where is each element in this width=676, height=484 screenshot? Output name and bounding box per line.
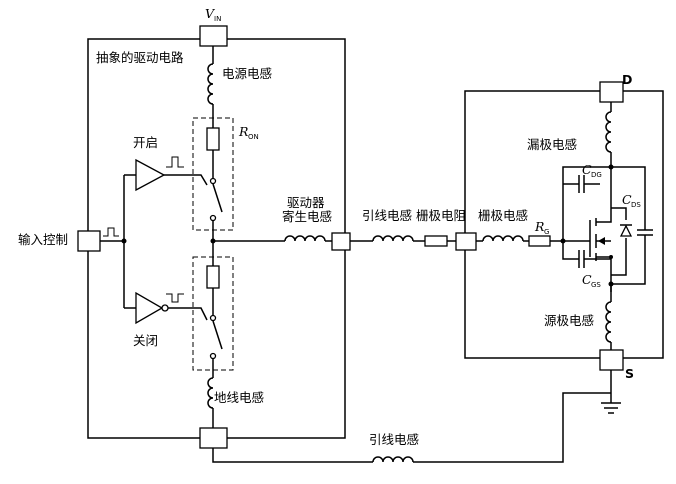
lead-inductance-label: 引线电感 bbox=[362, 208, 412, 223]
turn-off-wire-out bbox=[168, 307, 208, 321]
return-path-wire bbox=[212, 392, 611, 463]
driver-parasitic-inductor bbox=[284, 235, 326, 242]
drain-terminal-label: D bbox=[622, 72, 632, 87]
driver-parasitic-label-line2: 寄生电感 bbox=[282, 209, 332, 224]
rg-label-subscript: G bbox=[544, 228, 549, 236]
mosfet-source-dot bbox=[609, 255, 613, 259]
upper-on-resistor bbox=[206, 127, 220, 151]
driver-parasitic-label-line1: 驱动器 bbox=[287, 195, 325, 210]
gate-terminal bbox=[455, 232, 477, 251]
input-terminal bbox=[77, 230, 101, 252]
source-inductor bbox=[605, 301, 612, 343]
cdg-label-subscript: DG bbox=[591, 171, 602, 179]
gate-resistance-label: 栅极电阻 bbox=[416, 208, 467, 223]
gate-inductance-label: 栅极电感 bbox=[478, 208, 528, 223]
mosfet-drain-lead bbox=[596, 167, 612, 223]
gate-resistor bbox=[424, 235, 448, 247]
drain-inductor bbox=[605, 111, 612, 153]
return-lead-inductor bbox=[372, 456, 414, 463]
ground-inductor bbox=[207, 377, 214, 409]
source-inductor bbox=[207, 63, 214, 105]
gate-inductor bbox=[482, 235, 524, 242]
lower-switch-blade bbox=[212, 320, 223, 350]
drain-rail bbox=[562, 166, 646, 208]
source-terminal-label: S bbox=[625, 366, 634, 381]
r-on-label: R bbox=[238, 124, 248, 139]
vin-terminal bbox=[199, 25, 228, 47]
lower-switch-contact-top bbox=[209, 314, 217, 322]
upper-switch-contact-bottom bbox=[209, 214, 217, 222]
source-inductance-label: 电源电感 bbox=[222, 66, 272, 81]
body-diode-wire bbox=[611, 207, 627, 276]
rg-label: R bbox=[534, 219, 544, 234]
upper-switch-blade bbox=[212, 183, 223, 213]
input-pulse-icon bbox=[103, 227, 119, 237]
ground-symbol bbox=[601, 370, 621, 414]
ground-inductance-label: 地线电感 bbox=[214, 390, 264, 405]
mosfet-gate-lead bbox=[563, 220, 591, 257]
mosfet-body-arrow bbox=[598, 237, 605, 245]
driver-circuit-title: 抽象的驱动电路 bbox=[96, 50, 184, 65]
drain-terminal bbox=[599, 81, 624, 103]
upper-switch-contact-top bbox=[209, 177, 217, 185]
gate-rail bbox=[562, 184, 579, 260]
vin-label: V bbox=[205, 6, 216, 21]
input-control-label: 输入控制 bbox=[18, 232, 68, 247]
cgs-label: C bbox=[582, 272, 592, 287]
vin-label-subscript: IN bbox=[214, 15, 221, 23]
source-terminal bbox=[599, 349, 624, 371]
ground-terminal bbox=[199, 427, 228, 449]
drain-inductance-label: 漏极电感 bbox=[527, 137, 577, 152]
turn-on-pulse-icon bbox=[166, 156, 184, 168]
source-inductance-label: 源极电感 bbox=[544, 313, 594, 328]
lead-inductor bbox=[372, 235, 414, 242]
body-diode-triangle bbox=[619, 224, 633, 237]
turn-on-buffer bbox=[135, 158, 166, 192]
lower-on-resistor bbox=[206, 265, 220, 289]
turn-off-buffer bbox=[135, 291, 164, 325]
return-lead-inductance-label: 引线电感 bbox=[369, 432, 419, 447]
cds-label: C bbox=[622, 192, 632, 207]
turn-off-inverter-bubble bbox=[161, 304, 169, 312]
cds-wire bbox=[611, 208, 646, 285]
turn-on-label: 开启 bbox=[133, 135, 158, 150]
internal-gate-resistor bbox=[528, 235, 551, 247]
driver-output-terminal bbox=[331, 232, 351, 251]
device-package-outline bbox=[464, 90, 664, 359]
cgs-label-subscript: GS bbox=[591, 281, 601, 289]
turn-off-pulse-icon bbox=[166, 293, 184, 303]
turn-on-wire-out bbox=[164, 174, 208, 186]
r-on-label-subscript: ON bbox=[248, 133, 259, 141]
turn-off-label: 关闭 bbox=[133, 333, 158, 348]
lower-switch-contact-bottom bbox=[209, 352, 217, 360]
cds-label-subscript: DS bbox=[631, 201, 641, 209]
cdg-label: C bbox=[582, 162, 592, 177]
